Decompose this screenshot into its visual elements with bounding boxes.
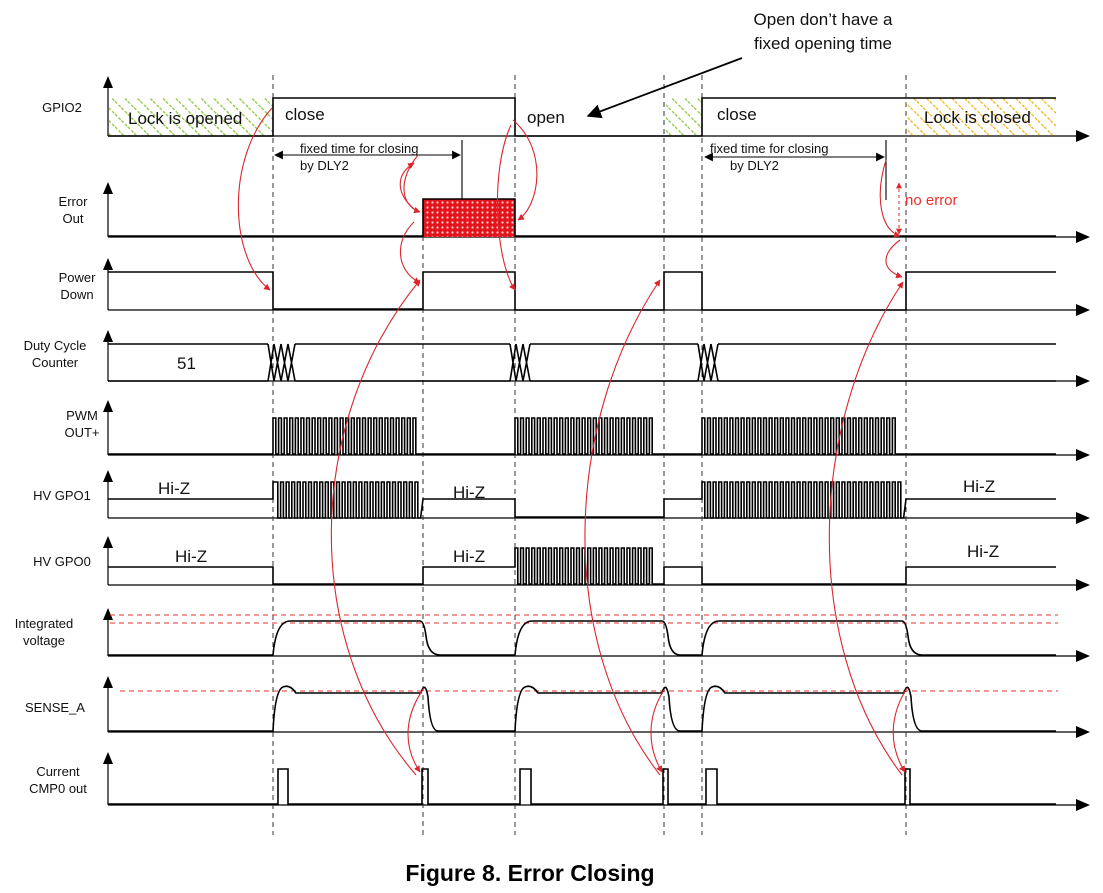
arrow-fixed-to-err-1a xyxy=(403,154,421,214)
wave-pwm-out-plus xyxy=(108,417,1056,455)
arrow-gpio-to-pd-2 xyxy=(496,124,516,291)
lock-closed-hatch xyxy=(906,98,1056,136)
label-hv-gpo0: HV GPO0 xyxy=(33,554,91,569)
arrow-sense-to-cmp-2 xyxy=(650,689,665,773)
gpo0-hiz-c: Hi-Z xyxy=(967,542,999,561)
gpo0-hiz-a: Hi-Z xyxy=(175,547,207,566)
error-pulse xyxy=(423,199,515,237)
open-note-arrow xyxy=(586,57,743,119)
figure-caption: Figure 8. Error Closing xyxy=(405,860,654,886)
no-error-label: no error xyxy=(905,192,958,209)
arrow-cmp-to-pd-2 xyxy=(584,279,661,776)
arrow-sense-to-cmp-3 xyxy=(892,687,908,773)
wave-integrated-voltage xyxy=(108,620,1056,656)
axis-current-cmp0-out xyxy=(103,752,1090,811)
axis-error-out xyxy=(103,182,1090,243)
arrow-err-to-pd xyxy=(399,221,421,284)
axis-hv-gpo0 xyxy=(103,536,1090,591)
gpo1-hiz-b: Hi-Z xyxy=(453,483,485,502)
arrow-gpio-to-err xyxy=(512,119,538,221)
gpo1-hiz-c: Hi-Z xyxy=(963,477,995,496)
state-lock-closed: Lock is closed xyxy=(924,108,1031,127)
arrow-fixed-to-err-1b xyxy=(399,162,419,213)
state-close-1: close xyxy=(285,105,325,124)
state-close-2: close xyxy=(717,105,757,124)
state-open: open xyxy=(527,108,565,127)
time-markers xyxy=(272,75,907,835)
axis-sense-a xyxy=(103,676,1090,738)
label-gpio2: GPIO2 xyxy=(42,100,82,115)
arrow-noerr-to-pd xyxy=(885,239,903,279)
gpo1-hiz-a: Hi-Z xyxy=(158,479,190,498)
transition-hatch xyxy=(666,98,702,136)
threshold-lines xyxy=(110,614,1058,692)
wave-duty-cycle-counter: 51 xyxy=(108,343,1056,382)
axis-duty-cycle-counter xyxy=(103,330,1090,387)
duty-value: 51 xyxy=(177,354,196,373)
wave-hv-gpo0: Hi-Z Hi-Z Hi-Z xyxy=(108,542,1056,585)
arrow-fixed-to-noerr-a xyxy=(879,159,901,238)
arrow-cmp-to-pd-1 xyxy=(330,279,421,776)
state-lock-opened: Lock is opened xyxy=(128,109,242,128)
arrow-cmp-to-pd-3 xyxy=(828,281,904,776)
arrow-gpio-to-pd-1 xyxy=(237,107,273,291)
label-hv-gpo1: HV GPO1 xyxy=(33,488,91,503)
wave-hv-gpo1: Hi-Z Hi-Z Hi-Z xyxy=(108,477,1056,519)
wave-current-cmp0-out xyxy=(108,768,1056,805)
lock-opened-hatch xyxy=(109,98,273,136)
wave-gpio2: Lock is opened close open close Lock is … xyxy=(108,97,1056,137)
wave-error-out: no error xyxy=(108,182,1056,237)
arrow-sense-to-cmp-1 xyxy=(407,687,425,773)
gpo0-hiz-b: Hi-Z xyxy=(453,547,485,566)
axis-hv-gpo1 xyxy=(103,470,1090,524)
wave-sense-a xyxy=(108,685,1056,732)
axis-integrated-voltage xyxy=(103,608,1090,662)
causal-arrows xyxy=(237,107,908,776)
label-sense-a: SENSE_A xyxy=(25,700,85,715)
axis-pwm-out-plus xyxy=(103,400,1090,461)
wave-power-down xyxy=(108,271,1056,311)
